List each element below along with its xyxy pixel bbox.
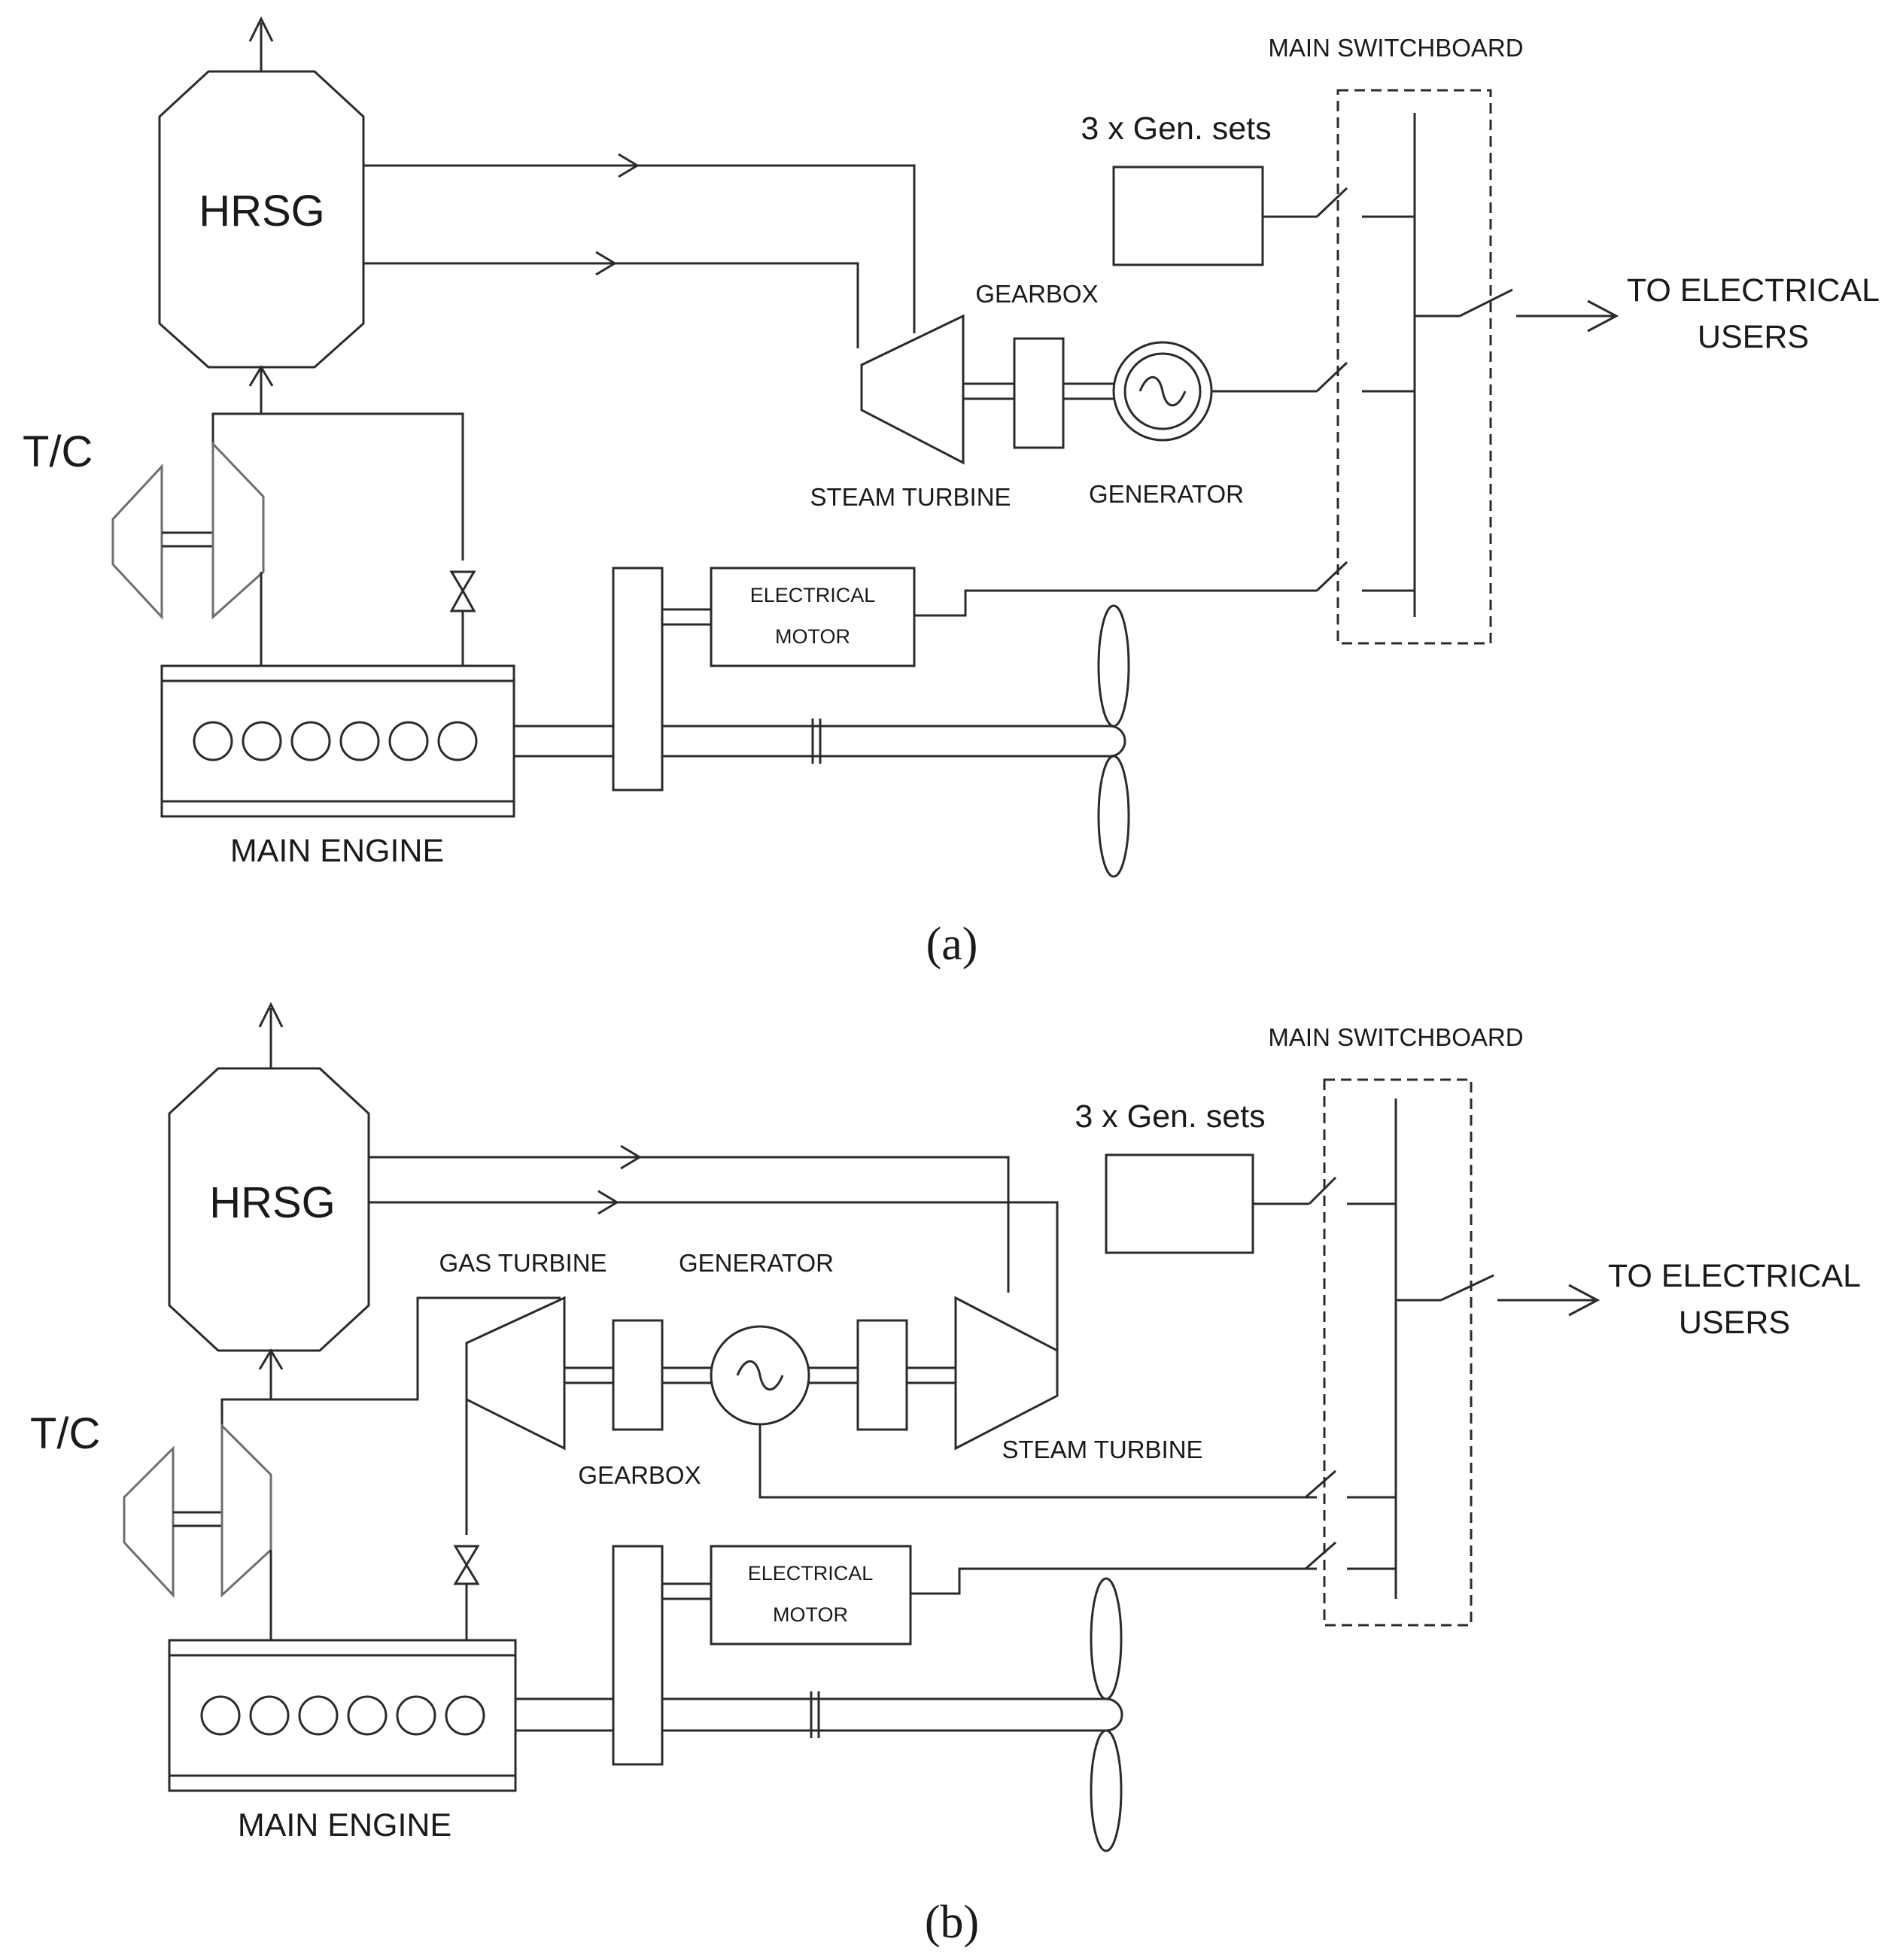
switchboard-busbar-b [1305,1099,1494,1599]
main-switchboard-label-b: MAIN SWITCHBOARD [1268,1023,1523,1051]
gearbox-label-a: GEARBOX [975,280,1098,308]
gearbox-label-b: GEARBOX [578,1461,701,1489]
motor-label-1-b: ELECTRICAL [748,1562,874,1585]
switchboard-busbar-a [1315,113,1513,617]
steam-turbine-label-b: STEAM TURBINE [1002,1436,1202,1463]
turbocharger-b [123,1423,272,1640]
gearbox-2-b [809,1319,956,1431]
caption-a: (a) [926,919,978,970]
exhaust-arrow-b [258,1001,284,1068]
steam-lines-b [369,1144,1059,1351]
to-users-arrow-b [1497,1284,1601,1317]
propeller-a [1097,604,1130,878]
gen-sets-label-b: 3 x Gen. sets [1075,1099,1265,1135]
gen-sets-label-a: 3 x Gen. sets [1081,111,1271,147]
generator-b [710,1325,1317,1499]
steam-turbine-b [954,1296,1059,1451]
gen-sets-box-a [1112,166,1264,266]
gen-sets-box-b [1105,1153,1254,1254]
propeller-b [1090,1577,1123,1852]
main-engine-label-a: MAIN ENGINE [230,833,444,869]
to-users-arrow-a [1516,299,1619,333]
gearbox-b [564,1319,711,1431]
steam-lines-a [363,153,916,348]
main-engine-b [168,1639,517,1792]
tc-label-b: T/C [30,1409,100,1458]
to-users-label-1-b: TO ELECTRICAL [1608,1258,1861,1294]
electrical-motor-b [662,1545,1317,1645]
main-switchboard-label-a: MAIN SWITCHBOARD [1268,34,1523,62]
motor-label-2-a: MOTOR [775,625,850,648]
hrsg-a [158,70,365,369]
steam-turbine-label-a: STEAM TURBINE [810,483,1011,511]
generator-label-b: GENERATOR [679,1249,834,1277]
pto-gearbox-a [612,567,664,792]
hrsg-label-a: HRSG [199,187,325,236]
main-engine-a [160,664,515,818]
main-switchboard-a [1336,89,1492,645]
motor-label-1-a: ELECTRICAL [750,584,876,606]
to-users-label-2-a: USERS [1698,319,1809,355]
to-users-label-1-a: TO ELECTRICAL [1627,272,1880,308]
motor-label-2-b: MOTOR [773,1603,848,1626]
panel-b: HRSG T/C [30,1001,1861,1948]
shaft-b [515,1691,1123,1738]
main-engine-label-b: MAIN ENGINE [238,1807,451,1843]
hrsg-b [168,1067,370,1352]
exhaust-line-a [211,365,464,561]
gas-turbine-b [465,1296,566,1451]
gearbox-a [963,337,1114,449]
bypass-valve-b [453,1545,480,1640]
shaft-a [514,719,1126,764]
hrsg-label-b: HRSG [209,1178,336,1227]
steam-turbine-a [860,314,965,465]
generator-label-a: GENERATOR [1089,480,1244,508]
gas-turbine-label-b: GAS TURBINE [439,1249,606,1277]
bypass-valve-a [449,570,476,666]
generator-a [1112,341,1317,442]
panel-a: HRSG T/C [23,16,1880,970]
caption-b: (b) [925,1897,979,1948]
electrical-motor-a [662,567,1317,667]
to-users-label-2-b: USERS [1679,1305,1790,1341]
main-switchboard-b [1323,1078,1473,1627]
turbocharger-a [111,441,265,666]
pto-gearbox-b [612,1545,664,1766]
tc-label-a: T/C [23,427,93,476]
